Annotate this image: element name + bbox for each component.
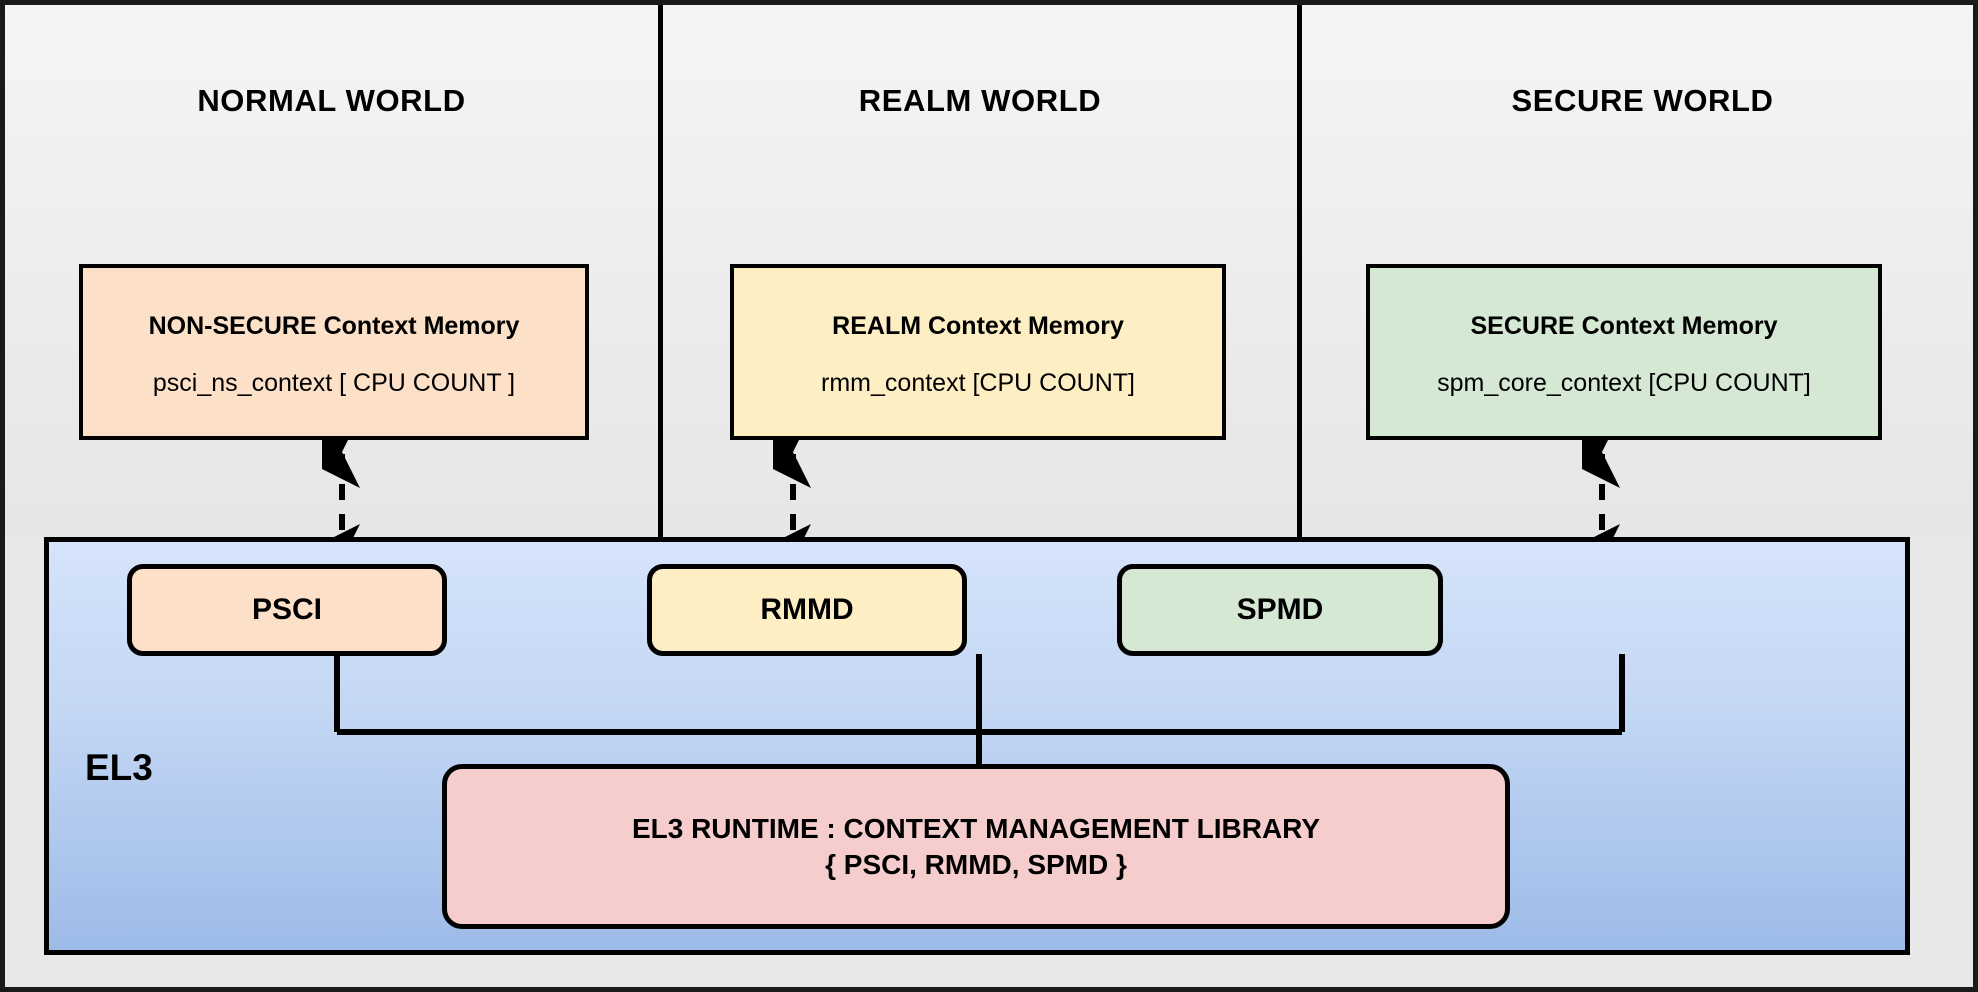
dashed-arrow-secure bbox=[1582, 438, 1620, 574]
context-memory-box-secure: SECURE Context Memory spm_core_context [… bbox=[1366, 264, 1882, 440]
world-title-normal: NORMAL WORLD bbox=[197, 83, 466, 118]
world-column-secure: SECURE WORLD SECURE Context Memory spm_c… bbox=[1302, 5, 1973, 538]
context-memory-box-non-secure: NON-SECURE Context Memory psci_ns_contex… bbox=[79, 264, 589, 440]
world-title-secure: SECURE WORLD bbox=[1511, 83, 1774, 118]
context-memory-title-non-secure: NON-SECURE Context Memory bbox=[148, 312, 520, 340]
dispatcher-box-spmd[interactable]: SPMD bbox=[1117, 564, 1443, 656]
context-memory-title-secure: SECURE Context Memory bbox=[1470, 312, 1778, 340]
context-memory-title-realm: REALM Context Memory bbox=[832, 312, 1124, 340]
dispatcher-label-rmmd: RMMD bbox=[760, 593, 854, 626]
dashed-arrow-non-secure bbox=[322, 438, 360, 574]
context-memory-subtitle-realm: rmm_context [CPU COUNT] bbox=[821, 369, 1135, 397]
context-memory-box-realm: REALM Context Memory rmm_context [CPU CO… bbox=[730, 264, 1226, 440]
runtime-library-line1: EL3 RUNTIME : CONTEXT MANAGEMENT LIBRARY bbox=[631, 812, 1321, 844]
dispatcher-label-psci: PSCI bbox=[251, 593, 323, 626]
dispatcher-box-rmmd[interactable]: RMMD bbox=[647, 564, 967, 656]
dashed-arrow-realm bbox=[773, 438, 811, 574]
el3-label: EL3 bbox=[85, 747, 153, 788]
dispatcher-box-psci[interactable]: PSCI bbox=[127, 564, 447, 656]
runtime-library-box[interactable]: EL3 RUNTIME : CONTEXT MANAGEMENT LIBRARY… bbox=[442, 764, 1510, 929]
worlds-band: NORMAL WORLD NON-SECURE Context Memory p… bbox=[5, 5, 1973, 538]
context-memory-subtitle-secure: spm_core_context [CPU COUNT] bbox=[1437, 369, 1811, 397]
el3-panel: EL3 PSCI RMMD SPMD EL3 RUNTIME : CONTEXT… bbox=[44, 537, 1910, 955]
runtime-library-line2: { PSCI, RMMD, SPMD } bbox=[825, 848, 1127, 880]
world-column-realm: REALM WORLD REALM Context Memory rmm_con… bbox=[663, 5, 1302, 538]
dispatcher-label-spmd: SPMD bbox=[1236, 593, 1324, 626]
world-title-realm: REALM WORLD bbox=[858, 83, 1102, 118]
context-memory-subtitle-non-secure: psci_ns_context [ CPU COUNT ] bbox=[152, 369, 516, 397]
